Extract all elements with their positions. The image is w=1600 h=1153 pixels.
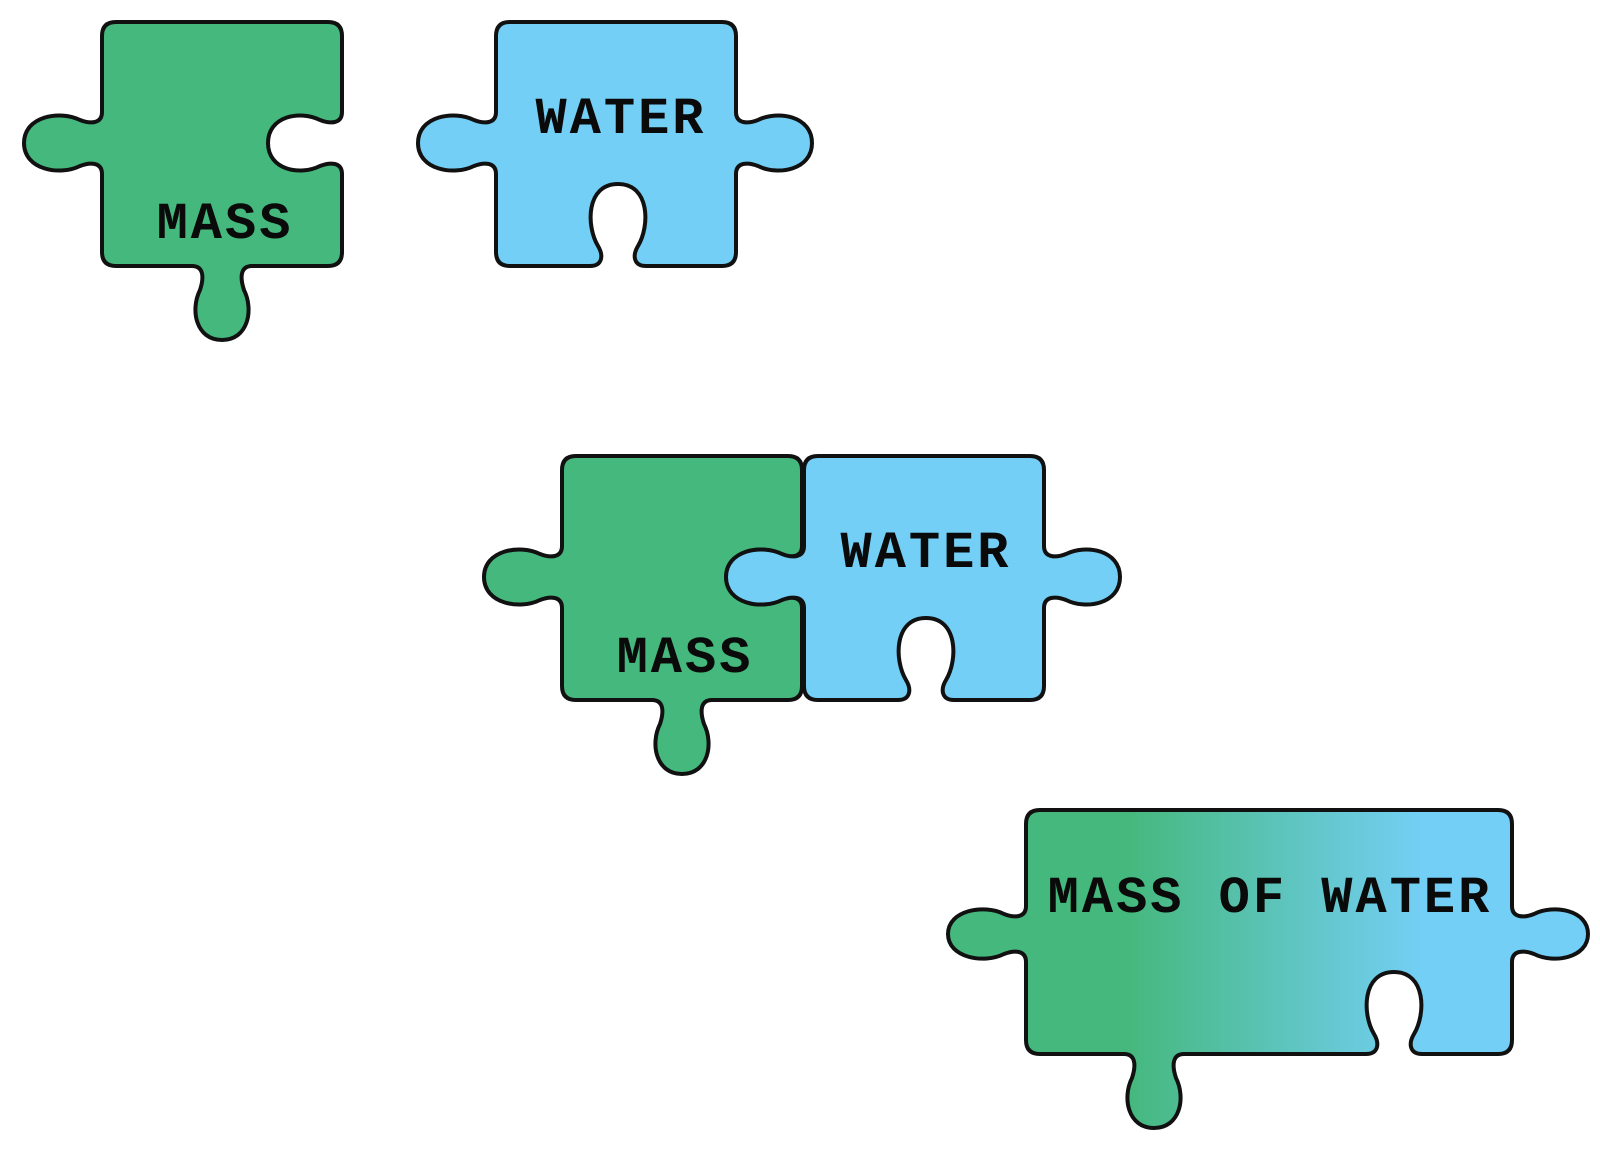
mass-piece-label: MASS: [617, 629, 754, 688]
water-piece-label: WATER: [535, 90, 706, 149]
combined-piece-shape: [946, 808, 1590, 1130]
joined-puzzle-pair: MASS WATER: [482, 454, 1122, 776]
mass-piece-shape: [22, 20, 344, 342]
water-puzzle-piece-top: WATER: [416, 20, 814, 268]
mass-piece-label: MASS: [157, 195, 294, 254]
water-puzzle-piece-joined: WATER: [724, 454, 1122, 702]
mass-puzzle-piece-joined: MASS: [482, 454, 804, 776]
mass-puzzle-piece-top: MASS: [22, 20, 344, 342]
combined-piece-label: MASS OF WATER: [1048, 869, 1493, 928]
water-piece-shape: [724, 454, 1122, 702]
mass-piece-shape: [482, 454, 804, 776]
combined-puzzle-piece: MASS OF WATER: [946, 808, 1590, 1130]
water-piece-shape: [416, 20, 814, 268]
water-piece-label: WATER: [840, 524, 1011, 583]
